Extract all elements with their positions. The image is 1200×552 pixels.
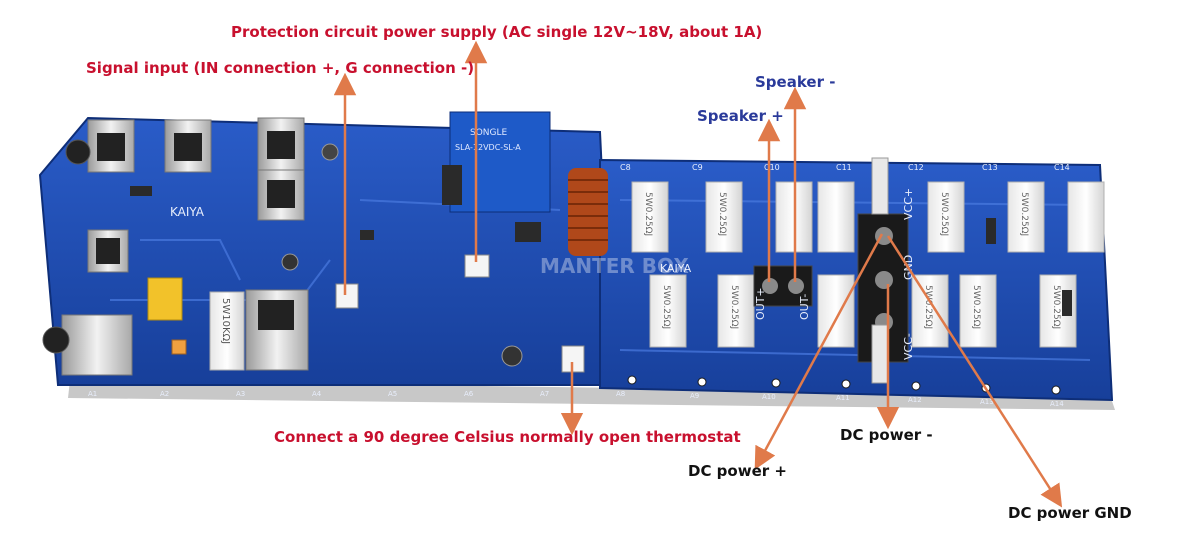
svg-text:A14: A14 <box>1050 400 1064 408</box>
speaker-terminals <box>753 265 813 307</box>
svg-text:C11: C11 <box>836 163 852 172</box>
label-dc-minus: DC power - <box>840 426 933 444</box>
svg-text:A1: A1 <box>88 390 97 398</box>
signal-input-connector <box>335 283 359 309</box>
svg-text:A3: A3 <box>236 390 245 398</box>
svg-text:A12: A12 <box>908 396 922 404</box>
svg-text:5W0.25ΩJ: 5W0.25ΩJ <box>971 285 981 329</box>
svg-text:A7: A7 <box>540 390 549 398</box>
svg-text:5W0.25ΩJ: 5W0.25ΩJ <box>1051 285 1061 329</box>
yellow-capacitor <box>147 277 183 321</box>
label-protection-power: Protection circuit power supply (AC sing… <box>231 23 763 41</box>
heatsink-transistors <box>61 117 309 376</box>
svg-text:A11: A11 <box>836 394 850 402</box>
svg-text:A8: A8 <box>616 390 625 398</box>
svg-text:5W0.25ΩJ: 5W0.25ΩJ <box>939 192 949 236</box>
silkscreen-watermark: MANTER BOX <box>540 254 689 278</box>
resistor-5w10k <box>209 291 245 371</box>
svg-text:SONGLE: SONGLE <box>470 128 508 138</box>
silkscreen-power-labels: OUT+ OUT- VCC+ GND VCC- <box>754 188 915 360</box>
svg-text:A9: A9 <box>690 392 699 400</box>
svg-text:5W0.25ΩJ: 5W0.25ΩJ <box>643 192 653 236</box>
label-dc-plus: DC power + <box>688 462 787 480</box>
capacitors <box>42 139 523 367</box>
svg-text:A2: A2 <box>160 390 169 398</box>
label-speaker-plus: Speaker + <box>697 107 784 125</box>
svg-text:A13: A13 <box>980 398 994 406</box>
inductor-coil <box>568 168 608 256</box>
svg-text:C10: C10 <box>764 163 780 172</box>
fuse-bottom <box>871 324 889 384</box>
annotation-arrows <box>333 40 1063 508</box>
svg-text:C9: C9 <box>692 163 703 172</box>
svg-text:5W0.25ΩJ: 5W0.25ΩJ <box>661 285 671 329</box>
svg-text:A4: A4 <box>312 390 322 398</box>
silkscreen-brand: KAIYA <box>170 205 205 219</box>
power-resistor-markings: 5W0.25ΩJ 5W0.25ΩJ 5W0.25ΩJ 5W0.25ΩJ 5W0.… <box>643 192 1061 329</box>
svg-text:VCC+: VCC+ <box>902 188 915 220</box>
cap-labels: C8 C9 C10 C11 C12 C13 C14 <box>620 163 1070 172</box>
svg-text:5W0.25ΩJ: 5W0.25ΩJ <box>729 285 739 329</box>
pad-labels: A1 A2 A3 A4 A5 A6 A7 A8 A9 A10 A11 A12 A… <box>88 390 1064 408</box>
label-thermostat: Connect a 90 degree Celsius normally ope… <box>274 428 741 446</box>
board-shadow <box>68 380 1115 410</box>
svg-text:SLA-12VDC-SL-A: SLA-12VDC-SL-A <box>455 143 521 152</box>
svg-text:5W0.25ΩJ: 5W0.25ΩJ <box>923 285 933 329</box>
fuse-top <box>871 157 889 215</box>
svg-text:A5: A5 <box>388 390 397 398</box>
svg-text:OUT+: OUT+ <box>754 287 767 320</box>
svg-text:OUT-: OUT- <box>798 294 811 320</box>
svg-text:A10: A10 <box>762 393 776 401</box>
svg-text:VCC-: VCC- <box>902 333 915 360</box>
svg-text:5W0.25ΩJ: 5W0.25ΩJ <box>717 192 727 236</box>
svg-text:C14: C14 <box>1054 163 1070 172</box>
trimmer-pot <box>171 339 187 355</box>
svg-text:C12: C12 <box>908 163 924 172</box>
arrow-dc-plus <box>754 233 884 470</box>
svg-text:5W0.25ΩJ: 5W0.25ΩJ <box>1019 192 1029 236</box>
svg-text:C13: C13 <box>982 163 998 172</box>
silkscreen-brand-right: KAIYA <box>660 262 692 275</box>
resistor-5w10k-text: 5W10KΩJ <box>220 298 231 344</box>
label-dc-gnd: DC power GND <box>1008 504 1132 522</box>
arrow-dc-gnd <box>886 235 1063 508</box>
small-components <box>130 165 1072 316</box>
svg-text:A6: A6 <box>464 390 474 398</box>
label-speaker-minus: Speaker - <box>755 73 836 91</box>
label-signal-input: Signal input (IN connection +, G connect… <box>86 59 475 77</box>
svg-text:C8: C8 <box>620 163 631 172</box>
relay: SONGLE SLA-12VDC-SL-A <box>449 111 551 213</box>
